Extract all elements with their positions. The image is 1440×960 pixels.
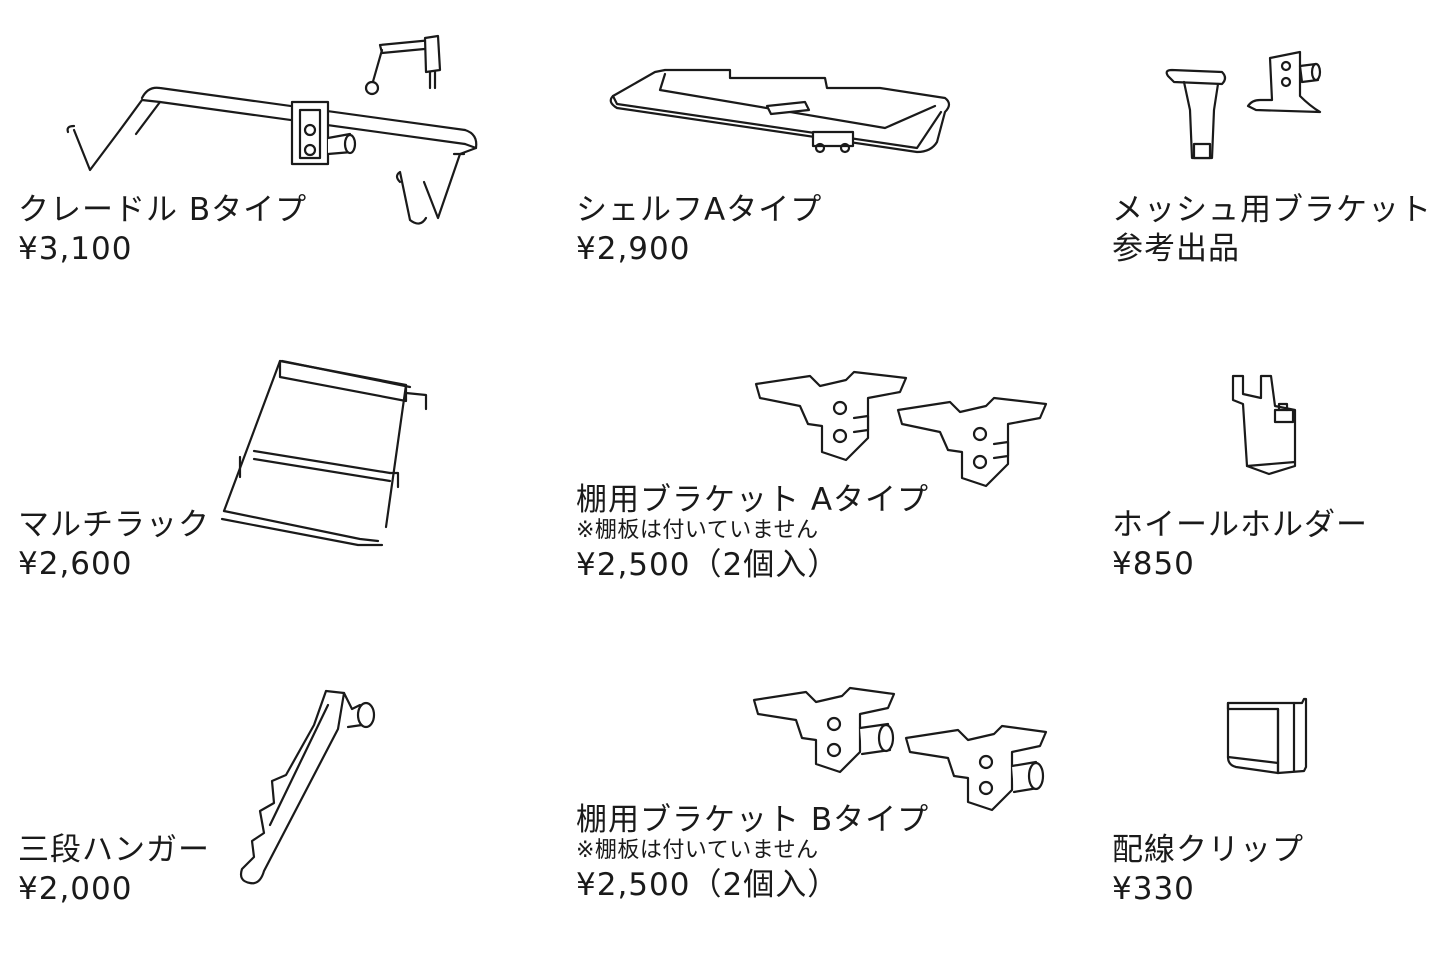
product-name: 棚用ブラケット Bタイプ bbox=[576, 802, 930, 838]
mesh-bracket-illustration bbox=[1160, 48, 1350, 168]
product-label: 配線クリップ ¥330 bbox=[1112, 835, 1304, 905]
shelf-bracket-a-illustration bbox=[750, 370, 1050, 490]
product-name: クレードル Bタイプ bbox=[18, 192, 308, 228]
product-name: ホイールホルダー bbox=[1112, 507, 1368, 543]
product-note: ※棚板は付いていません bbox=[576, 838, 819, 863]
product-name: 配線クリップ bbox=[1112, 832, 1304, 868]
shelf-bracket-b-illustration bbox=[750, 686, 1050, 818]
cradle-b-illustration bbox=[60, 30, 490, 230]
product-name: 三段ハンガー bbox=[18, 832, 210, 868]
product-shelf-bracket-a: 棚用ブラケット Aタイプ ※棚板は付いていません ¥2,500（2個入） bbox=[560, 320, 1100, 620]
product-label: 三段ハンガー ¥2,000 bbox=[18, 835, 210, 905]
product-wire-clip: 配線クリップ ¥330 bbox=[1100, 640, 1440, 940]
product-name: マルチラック bbox=[18, 507, 210, 543]
product-three-step-hanger: 三段ハンガー ¥2,000 bbox=[0, 640, 560, 940]
product-shelf-a: シェルフAタイプ ¥2,900 bbox=[560, 0, 1100, 300]
three-step-hanger-illustration bbox=[230, 685, 410, 895]
product-name: シェルフAタイプ bbox=[576, 192, 823, 228]
product-price: ¥3,100 bbox=[18, 231, 133, 267]
product-cradle-b: クレードル Bタイプ ¥3,100 bbox=[0, 0, 560, 300]
product-wheel-holder: ホイールホルダー ¥850 bbox=[1100, 320, 1440, 620]
product-label: ホイールホルダー ¥850 bbox=[1112, 510, 1368, 580]
product-shelf-bracket-b: 棚用ブラケット Bタイプ ※棚板は付いていません ¥2,500（2個入） bbox=[560, 640, 1100, 940]
product-name: メッシュ用ブラケット bbox=[1112, 192, 1432, 228]
product-price: ¥2,500（2個入） bbox=[576, 867, 840, 903]
wheel-holder-illustration bbox=[1225, 370, 1315, 480]
product-label: クレードル Bタイプ ¥3,100 bbox=[18, 195, 307, 265]
product-note: ※棚板は付いていません bbox=[576, 518, 819, 543]
product-label: 棚用ブラケット Bタイプ ※棚板は付いていません ¥2,500（2個入） bbox=[576, 805, 929, 901]
product-price: ¥330 bbox=[1112, 871, 1195, 907]
product-name: 棚用ブラケット Aタイプ bbox=[576, 482, 930, 518]
product-price: ¥2,900 bbox=[576, 231, 691, 267]
product-price: ¥2,500（2個入） bbox=[576, 547, 840, 583]
product-price: ¥2,600 bbox=[18, 546, 133, 582]
product-price: ¥2,000 bbox=[18, 871, 133, 907]
product-label: 棚用ブラケット Aタイプ ※棚板は付いていません ¥2,500（2個入） bbox=[576, 485, 929, 581]
product-price: ¥850 bbox=[1112, 546, 1195, 582]
product-price: 参考出品 bbox=[1112, 231, 1240, 267]
product-label: シェルフAタイプ ¥2,900 bbox=[576, 195, 822, 265]
wire-clip-illustration bbox=[1220, 695, 1320, 785]
multi-rack-illustration bbox=[210, 355, 428, 555]
product-label: メッシュ用ブラケット 参考出品 bbox=[1112, 195, 1432, 265]
product-mesh-bracket: メッシュ用ブラケット 参考出品 bbox=[1100, 0, 1440, 300]
product-label: マルチラック ¥2,600 bbox=[18, 510, 210, 580]
shelf-a-illustration bbox=[605, 60, 955, 160]
product-multi-rack: マルチラック ¥2,600 bbox=[0, 320, 560, 620]
